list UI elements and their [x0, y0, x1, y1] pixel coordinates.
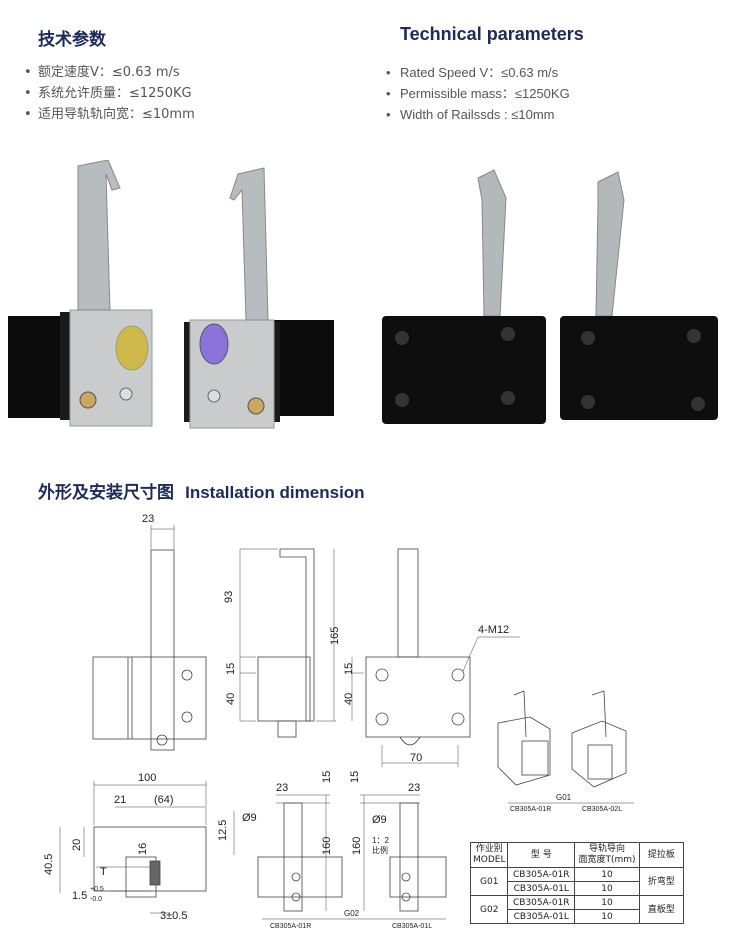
col-type-header: 型 号 [507, 842, 576, 868]
dim-23-r: 23 [408, 782, 420, 794]
dim-20: 20 [71, 839, 83, 851]
dim-64: (64) [154, 794, 174, 806]
dim-1-5: 1.5 [72, 890, 87, 902]
cell-width: 10 [574, 867, 640, 882]
dim-160-r: 160 [351, 837, 363, 855]
param-width-cn: 适用导轨轨向宽：≤10mm [24, 104, 195, 125]
g01-right-model: CB305A-02L [582, 806, 622, 813]
installation-drawing: 23 93 165 15 40 15 40 4-M12 70 100 21 (6… [43, 513, 634, 930]
photo-straight-left [382, 169, 546, 424]
dim-165: 165 [329, 627, 341, 645]
cell-type: CB305A-01L [507, 881, 576, 896]
g02-right-model: CB305A-01L [392, 923, 432, 930]
dim-T: T [100, 866, 107, 878]
params-list-en: Rated Speed V：≤0.63 m/s Permissible mass… [386, 62, 570, 125]
dim-9-r: Ø9 [372, 814, 387, 826]
install-heading: 外形及安装尺寸图 Installation dimension [38, 478, 365, 503]
scale-ratio: 1：2 [372, 836, 389, 845]
params-list-cn: 额定速度V：≤0.63 m/s 系统允许质量：≤1250KG 适用导轨轨向宽：≤… [24, 62, 195, 125]
table-row: G01 CB305A-01R 10 折弯型 [469, 867, 685, 896]
product-photos [8, 160, 738, 430]
cell-plate: 折弯型 [638, 867, 685, 896]
param-mass-cn: 系统允许质量：≤1250KG [24, 83, 195, 104]
param-speed-cn: 额定速度V：≤0.63 m/s [24, 62, 195, 83]
param-speed-en: Rated Speed V：≤0.63 m/s [386, 62, 570, 83]
cell-model: G02 [469, 895, 509, 924]
cell-plate: 直板型 [638, 895, 685, 924]
cell-width: 10 [574, 895, 640, 910]
cell-type: CB305A-01R [507, 895, 576, 910]
dim-tol-minus: -0.0 [90, 896, 102, 903]
dim-23-l: 23 [276, 782, 288, 794]
g02-label: G02 [344, 909, 360, 918]
dim-21: 21 [114, 794, 126, 806]
photo-bent-right [184, 167, 334, 429]
dim-40-b: 40 [343, 693, 355, 705]
table-row: CB305A-01L 10 [471, 909, 684, 924]
photo-bent-left [8, 160, 153, 427]
cell-type: CB305A-01R [507, 867, 576, 882]
dim-tol-plus: +0.5 [90, 886, 104, 893]
col-width-header: 导轨导向 面宽度T(mm) [574, 842, 640, 868]
col-plate-header: 提拉板 [638, 842, 685, 868]
cell-width: 10 [574, 881, 640, 896]
photo-straight-right [560, 171, 718, 420]
dim-15-b: 15 [343, 663, 355, 675]
dim-23-top: 23 [142, 513, 154, 525]
dim-4-m12: 4-M12 [478, 624, 509, 636]
dim-15-d: 15 [349, 771, 361, 783]
dim-16: 16 [137, 843, 149, 855]
table-row: G02 CB305A-01R 10 直板型 [469, 895, 685, 924]
dim-100: 100 [138, 772, 156, 784]
cell-width: 10 [574, 909, 640, 924]
tech-params-heading-en: Technical parameters [400, 24, 584, 44]
g01-label: G01 [556, 793, 572, 802]
install-heading-cn: 外形及安装尺寸图 [38, 483, 174, 503]
col-model-header: 作业别 MODEL [469, 842, 509, 868]
dim-70: 70 [410, 752, 422, 764]
g01-left-model: CB305A-01R [510, 806, 551, 813]
g02-left-model: CB305A-01R [270, 923, 311, 930]
dim-15-a: 15 [225, 663, 237, 675]
dim-9-l: Ø9 [242, 812, 257, 824]
tech-params-heading-cn: 技术参数 [38, 30, 106, 50]
dim-40-5: 40.5 [43, 854, 55, 875]
cell-model: G01 [469, 867, 509, 896]
dim-15-c: 15 [321, 771, 333, 783]
param-mass-en: Permissible mass：≤1250KG [386, 83, 570, 104]
install-heading-en: Installation dimension [185, 483, 365, 502]
model-spec-table: 作业别 MODEL 型 号 导轨导向 面宽度T(mm) 提拉板 G01 CB30… [469, 842, 685, 924]
dim-12-5: 12.5 [217, 820, 229, 841]
dim-3: 3±0.5 [160, 910, 187, 922]
dim-40-a: 40 [225, 693, 237, 705]
scale-label: 比例 [372, 845, 388, 855]
param-width-en: Width of Railssds : ≤10mm [386, 104, 570, 125]
cell-type: CB305A-01L [507, 909, 576, 924]
dim-160-l: 160 [321, 837, 333, 855]
dim-93: 93 [223, 591, 235, 603]
